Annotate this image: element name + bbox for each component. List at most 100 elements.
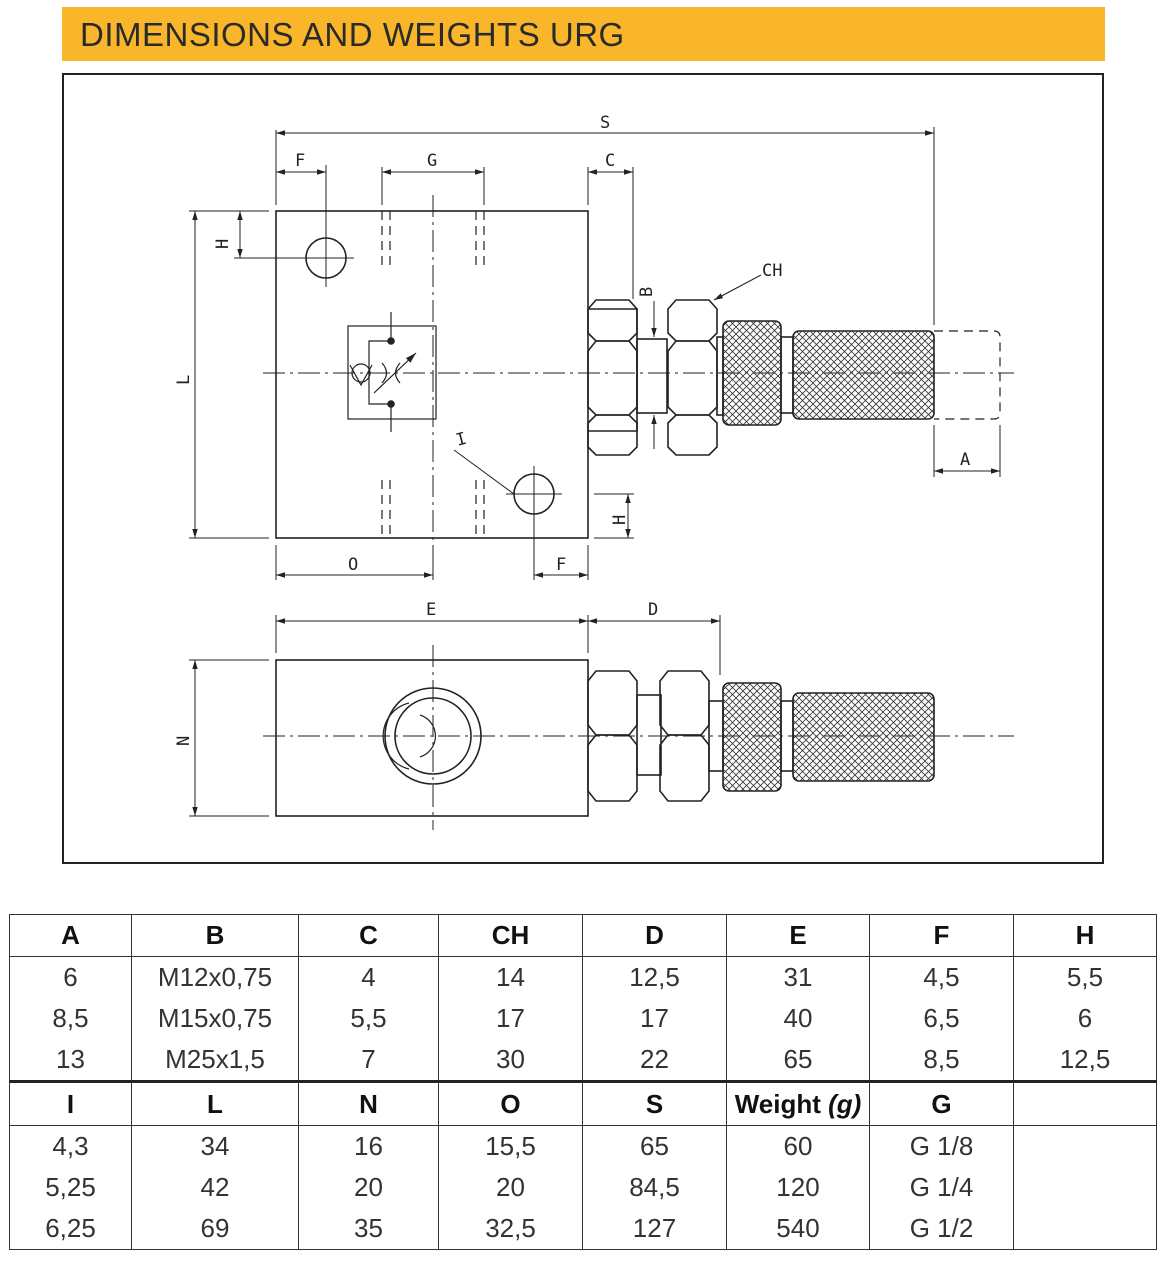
- table-cell: [1013, 1125, 1157, 1167]
- table-cell: 20: [438, 1166, 583, 1208]
- header-cell: C: [298, 913, 439, 958]
- table-cell: 8,5: [869, 1039, 1014, 1082]
- header-cell: E: [726, 913, 870, 958]
- label-h-top: H: [213, 239, 233, 249]
- table-cell: 8,5: [9, 998, 132, 1040]
- header-cell: O: [438, 1080, 583, 1126]
- header-cell: [1013, 1080, 1157, 1126]
- table-cell: 4,3: [9, 1125, 132, 1167]
- side-dimensions: [189, 615, 721, 817]
- table-cell: 6,25: [9, 1207, 132, 1250]
- table-cell: 7: [298, 1039, 439, 1082]
- table-cell: 5,5: [1013, 956, 1157, 999]
- table-cell: 40: [726, 998, 870, 1040]
- table-cell: G 1/8: [869, 1125, 1014, 1167]
- table-cell: 6,5: [869, 998, 1014, 1040]
- label-f-bottom: F: [556, 555, 566, 575]
- dimensions-table: A B C CH D E F H 6 M12x0,75 4 14 12,5 31…: [9, 913, 1157, 1250]
- header-cell: H: [1013, 913, 1157, 958]
- table-cell: 6: [1013, 998, 1157, 1040]
- header-cell: B: [131, 913, 299, 958]
- header-cell: L: [131, 1080, 299, 1126]
- table-cell: 42: [131, 1166, 299, 1208]
- label-l: L: [174, 375, 194, 385]
- header-cell: F: [869, 913, 1014, 958]
- table-cell: G 1/2: [869, 1207, 1014, 1250]
- table-cell: 5,5: [298, 998, 439, 1040]
- label-n: N: [174, 736, 194, 746]
- table-cell: 60: [726, 1125, 870, 1167]
- table-cell: 14: [438, 956, 583, 999]
- label-h-bottom: H: [610, 515, 630, 525]
- table-cell: [1013, 1207, 1157, 1250]
- table-row: 6 M12x0,75 4 14 12,5 31 4,5 5,5: [9, 956, 1157, 999]
- table-cell: 120: [726, 1166, 870, 1208]
- table-cell: 30: [438, 1039, 583, 1082]
- table-row: 5,25 42 20 20 84,5 120 G 1/4: [9, 1166, 1157, 1208]
- page-title: DIMENSIONS AND WEIGHTS URG: [80, 16, 625, 53]
- valve-body-top: [275, 210, 589, 539]
- top-view: [263, 195, 1014, 555]
- table-cell: 35: [298, 1207, 439, 1250]
- table-row: 4,3 34 16 15,5 65 60 G 1/8: [9, 1125, 1157, 1167]
- table-row: 13 M25x1,5 7 30 22 65 8,5 12,5: [9, 1039, 1157, 1082]
- table-cell: M25x1,5: [131, 1039, 299, 1082]
- table-cell: M15x0,75: [131, 998, 299, 1040]
- table-cell: 15,5: [438, 1125, 583, 1167]
- table-cell: M12x0,75: [131, 956, 299, 999]
- table2-header-row: I L N O S Weight (g) G: [9, 1080, 1157, 1126]
- header-cell-weight: Weight (g): [726, 1080, 870, 1126]
- header-cell: CH: [438, 913, 583, 958]
- header-bar: DIMENSIONS AND WEIGHTS URG: [62, 7, 1105, 61]
- table-cell: 540: [726, 1207, 870, 1250]
- dimension-labels: S F G C H B CH L A I H O F E D N: [174, 113, 970, 746]
- label-ch: CH: [762, 261, 782, 281]
- weight-unit: (g): [828, 1088, 862, 1119]
- table-cell: 12,5: [582, 956, 727, 999]
- table-cell: 65: [726, 1039, 870, 1082]
- table-cell: G 1/4: [869, 1166, 1014, 1208]
- table-cell: 84,5: [582, 1166, 727, 1208]
- table-cell: 5,25: [9, 1166, 132, 1208]
- table-cell: 4,5: [869, 956, 1014, 999]
- table-cell: [1013, 1166, 1157, 1208]
- table-cell: 16: [298, 1125, 439, 1167]
- table-cell: 69: [131, 1207, 299, 1250]
- table-cell: 12,5: [1013, 1039, 1157, 1082]
- table-cell: 32,5: [438, 1207, 583, 1250]
- table-cell: 34: [131, 1125, 299, 1167]
- table-cell: 17: [582, 998, 727, 1040]
- header-cell: I: [9, 1080, 132, 1126]
- table-cell: 6: [9, 956, 132, 999]
- header-cell: D: [582, 913, 727, 958]
- header-cell: A: [9, 913, 132, 958]
- label-e: E: [426, 600, 436, 620]
- label-f-top: F: [295, 151, 305, 171]
- label-a: A: [960, 450, 970, 470]
- table-cell: 4: [298, 956, 439, 999]
- weight-label: Weight: [734, 1088, 821, 1119]
- label-o: O: [348, 555, 358, 575]
- table-cell: 31: [726, 956, 870, 999]
- table-cell: 127: [582, 1207, 727, 1250]
- label-i: I: [454, 429, 469, 451]
- top-dimensions: [189, 127, 1001, 580]
- technical-drawing: S F G C H B CH L A I H O F E D N: [62, 73, 1104, 864]
- table-cell: 13: [9, 1039, 132, 1082]
- label-b: B: [637, 287, 657, 297]
- drawing-svg: S F G C H B CH L A I H O F E D N: [174, 113, 1014, 830]
- table-row: 8,5 M15x0,75 5,5 17 17 40 6,5 6: [9, 998, 1157, 1040]
- table1-header-row: A B C CH D E F H: [9, 913, 1157, 958]
- table-cell: 20: [298, 1166, 439, 1208]
- table-cell: 22: [582, 1039, 727, 1082]
- table-cell: 17: [438, 998, 583, 1040]
- header-cell: G: [869, 1080, 1014, 1126]
- label-g: G: [427, 151, 437, 171]
- table-cell: 65: [582, 1125, 727, 1167]
- label-s: S: [600, 113, 610, 133]
- side-view: [263, 645, 1014, 830]
- header-cell: N: [298, 1080, 439, 1126]
- valve-body-side: [275, 659, 589, 817]
- label-d: D: [648, 600, 658, 620]
- table-row: 6,25 69 35 32,5 127 540 G 1/2: [9, 1207, 1157, 1250]
